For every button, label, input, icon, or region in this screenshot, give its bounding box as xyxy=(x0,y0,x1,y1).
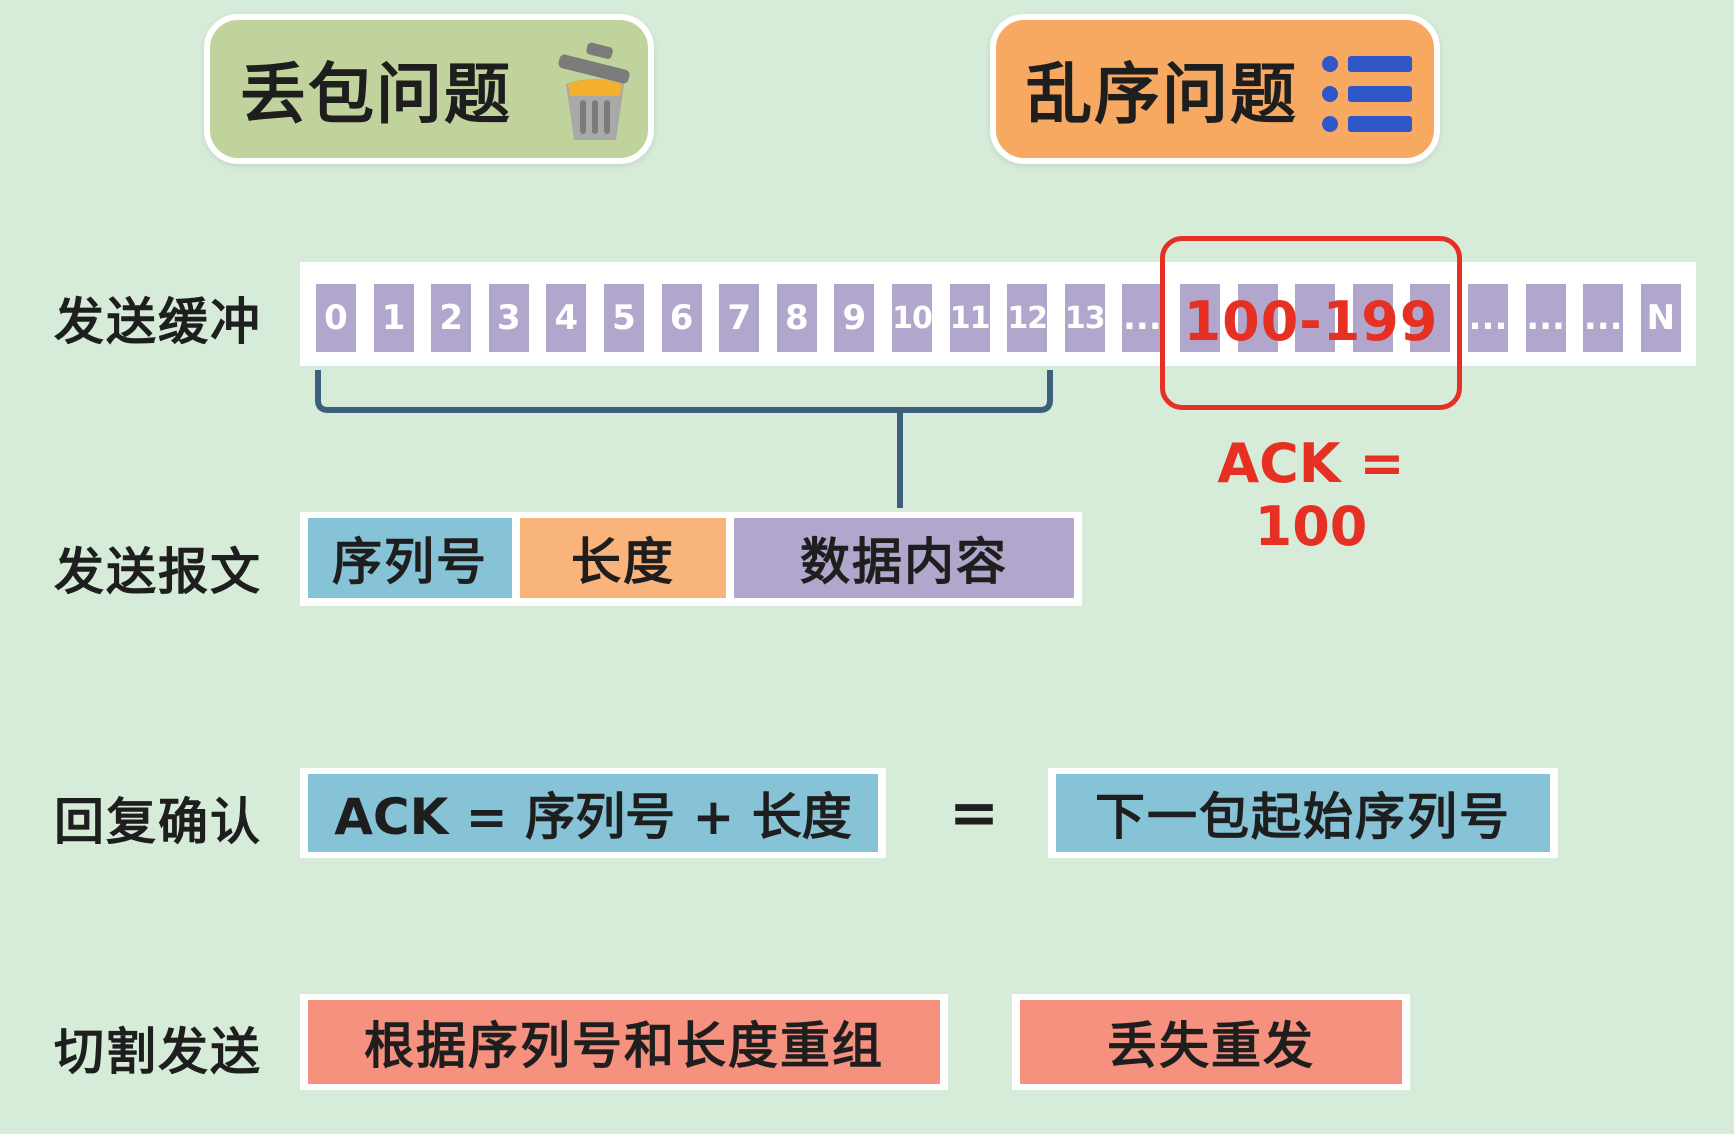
buffer-bracket xyxy=(315,370,1053,508)
next-start-sequence: 下一包起始序列号 xyxy=(1056,774,1550,852)
buffer-cell: 6 xyxy=(661,284,702,352)
send-buffer-label: 发送缓冲 xyxy=(54,293,262,351)
buffer-cell xyxy=(1352,284,1393,352)
buffer-cell: 10 xyxy=(892,284,933,352)
out-of-order-badge: 乱序问题 xyxy=(990,14,1440,164)
buffer-cell: 2 xyxy=(431,284,472,352)
buffer-cell xyxy=(1237,284,1278,352)
buffer-cell: 12 xyxy=(1007,284,1048,352)
buffer-cell: ... xyxy=(1122,284,1163,352)
field-sequence-number: 序列号 xyxy=(308,518,512,598)
out-of-order-label: 乱序问题 xyxy=(1026,56,1298,133)
ack-100-label: ACK = 100 xyxy=(1217,432,1405,558)
buffer-cell: 4 xyxy=(546,284,587,352)
buffer-cell: ... xyxy=(1468,284,1508,352)
buffer-cell: ... xyxy=(1525,284,1566,352)
window-highlight-box xyxy=(1160,236,1462,410)
buffer-cell: 3 xyxy=(488,284,529,352)
buffer-cell: 9 xyxy=(834,284,875,352)
list-icon xyxy=(1322,56,1412,132)
field-data-content: 数据内容 xyxy=(734,518,1074,598)
buffer-cell: 7 xyxy=(719,284,760,352)
buffer-cell xyxy=(1180,284,1220,352)
buffer-cell: 5 xyxy=(604,284,644,352)
buffer-cell xyxy=(1410,284,1451,352)
send-message-label: 发送报文 xyxy=(54,543,262,601)
buffer-cell: 1 xyxy=(373,284,414,352)
ack-formula: ACK = 序列号 + 长度 xyxy=(308,774,878,852)
field-length: 长度 xyxy=(520,518,726,598)
buffer-cell xyxy=(1295,284,1336,352)
buffer-cell: 0 xyxy=(316,284,356,352)
equals-sign: = xyxy=(948,778,1002,848)
buffer-cell: 13 xyxy=(1064,284,1106,352)
packet-loss-label: 丢包问题 xyxy=(240,56,512,133)
trash-icon xyxy=(558,42,630,140)
buffer-cell: 8 xyxy=(776,284,817,352)
buffer-cell: ... xyxy=(1583,284,1624,352)
packet-loss-badge: 丢包问题 xyxy=(204,14,654,164)
lost-resend: 丢失重发 xyxy=(1020,1000,1402,1084)
window-highlight-label: 100-199 xyxy=(1183,290,1439,353)
split-send-label: 切割发送 xyxy=(54,1023,262,1081)
reply-ack-label: 回复确认 xyxy=(54,793,262,851)
buffer-cell: 11 xyxy=(949,284,990,352)
reassemble-by-seq-length: 根据序列号和长度重组 xyxy=(308,1000,940,1084)
buffer-cell: N xyxy=(1640,284,1681,352)
